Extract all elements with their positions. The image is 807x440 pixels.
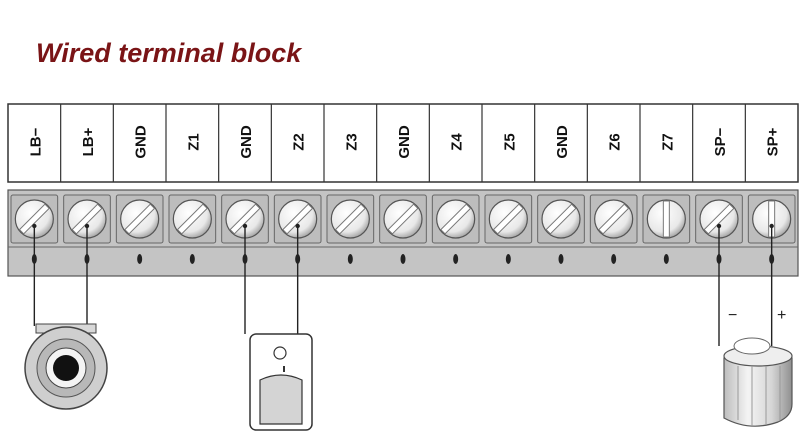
wire-entry [611, 254, 617, 264]
terminal-label: Z2 [291, 133, 308, 151]
terminal-cells: LB− LB+ GND Z1 GND Z2 Z3 GND Z4 Z5 GND Z6 Z7 SP− SP+ [27, 104, 782, 182]
terminal-label: Z6 [607, 133, 624, 151]
screw-slot [703, 203, 735, 235]
siren-cap [733, 337, 771, 355]
wire-dot [84, 223, 90, 229]
diagram-title: Wired terminal block [36, 38, 302, 68]
screw-slot [492, 203, 524, 235]
wire-entry [453, 254, 459, 264]
screw-slot [176, 203, 208, 235]
terminal-label: SP+ [765, 127, 782, 156]
screw-slot [334, 203, 366, 235]
wire-dot [295, 223, 300, 229]
terminal-label: GND [554, 125, 571, 159]
wire-entry [505, 254, 511, 264]
terminal-label: SP− [712, 127, 729, 156]
terminal-screws [10, 194, 796, 264]
siren-plus-label: + [777, 307, 786, 324]
screw-slot [229, 203, 261, 235]
wire-entry [400, 254, 406, 264]
wire-dot [242, 223, 248, 229]
wires [32, 223, 774, 346]
wire-entry [663, 254, 669, 264]
terminal-label: Z3 [343, 133, 360, 151]
wire-entry [347, 254, 353, 264]
terminal-label: Z4 [449, 133, 466, 151]
wire-entry [137, 254, 143, 264]
siren-device [723, 337, 793, 427]
screw-slot [598, 203, 630, 235]
screw-slot [440, 203, 472, 235]
screw-slot [282, 203, 314, 235]
terminal-label: Z5 [501, 133, 518, 151]
siren-body [723, 357, 793, 427]
screw-slot [662, 200, 670, 238]
sensor-mark [283, 366, 285, 372]
sensor-device [249, 333, 313, 431]
sensor-led [273, 346, 287, 360]
terminal-label: GND [238, 125, 255, 159]
terminal-label: GND [396, 125, 413, 159]
screw-slot [71, 203, 103, 235]
terminal-label: GND [133, 125, 150, 159]
screw-slot [545, 203, 577, 235]
terminal-label: LB− [27, 127, 44, 156]
screw-slot [18, 203, 50, 235]
terminal-label: LB+ [80, 127, 97, 156]
wire-entry [189, 254, 195, 264]
terminal-label: Z1 [185, 133, 202, 151]
sensor-window [259, 374, 303, 425]
camera-device [24, 323, 108, 410]
terminal-label: Z7 [659, 133, 676, 151]
screw-slot [124, 203, 156, 235]
wire-entry [558, 254, 564, 264]
camera-lens-center [53, 355, 79, 381]
wire-dot [769, 223, 774, 229]
screw-slot [387, 203, 419, 235]
wire-dot [716, 223, 722, 229]
wire-dot [32, 223, 37, 229]
siren-minus-label: − [728, 307, 737, 324]
label-strip [7, 103, 799, 183]
